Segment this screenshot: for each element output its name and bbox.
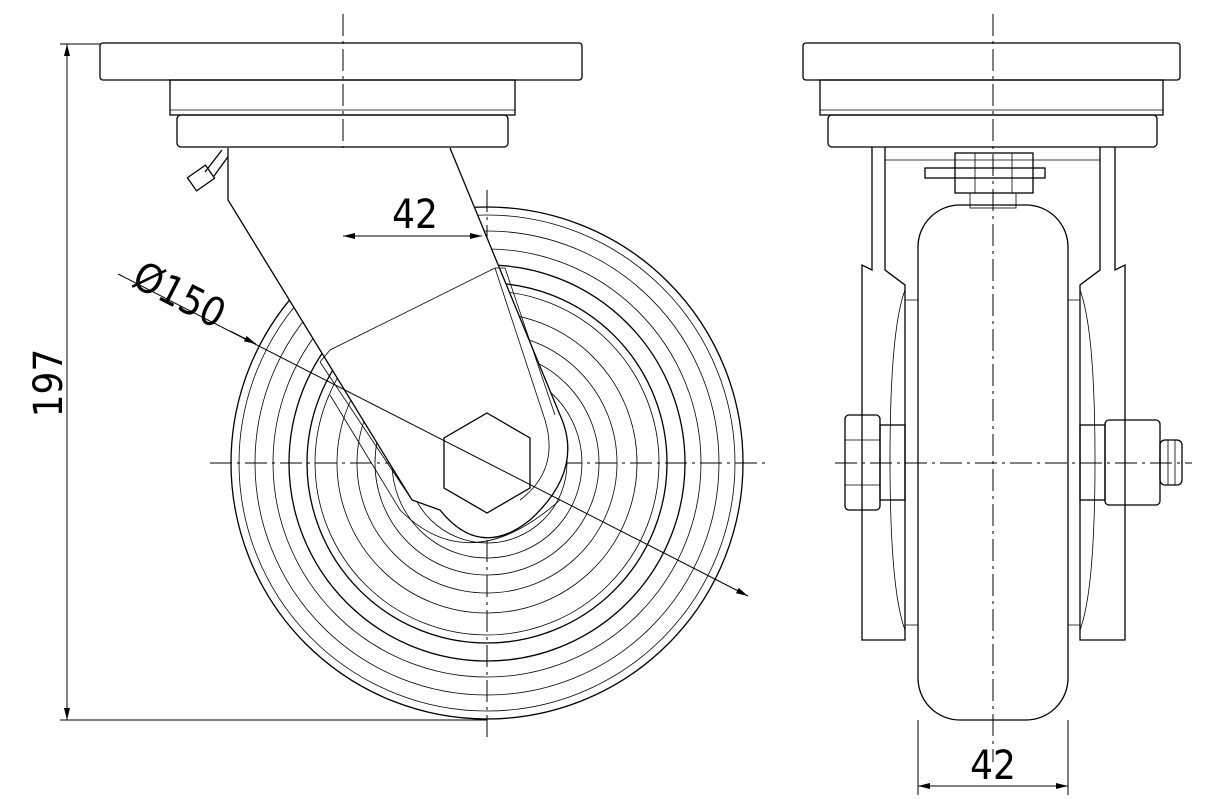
axle-hex-nut: [443, 412, 531, 514]
diameter-label: Ø150: [125, 253, 232, 338]
front-fork: [861, 147, 1126, 641]
diameter-leader: [117, 273, 749, 597]
axle-nut-left: [844, 414, 906, 511]
front-view: 42: [802, 14, 1192, 795]
front-top-plate: [802, 42, 1181, 148]
axle-bolt-right: [1079, 419, 1183, 506]
kingpin-nut: [924, 152, 1046, 209]
wheel-front: [917, 204, 1069, 721]
side-view: Ø150 42 197: [26, 14, 765, 742]
top-plate: [99, 42, 583, 148]
width-dimension-label: 42: [970, 743, 1016, 789]
height-dimension-label: 197: [26, 349, 72, 418]
offset-dimension-label: 42: [392, 192, 438, 238]
grease-nipple: [186, 149, 231, 192]
